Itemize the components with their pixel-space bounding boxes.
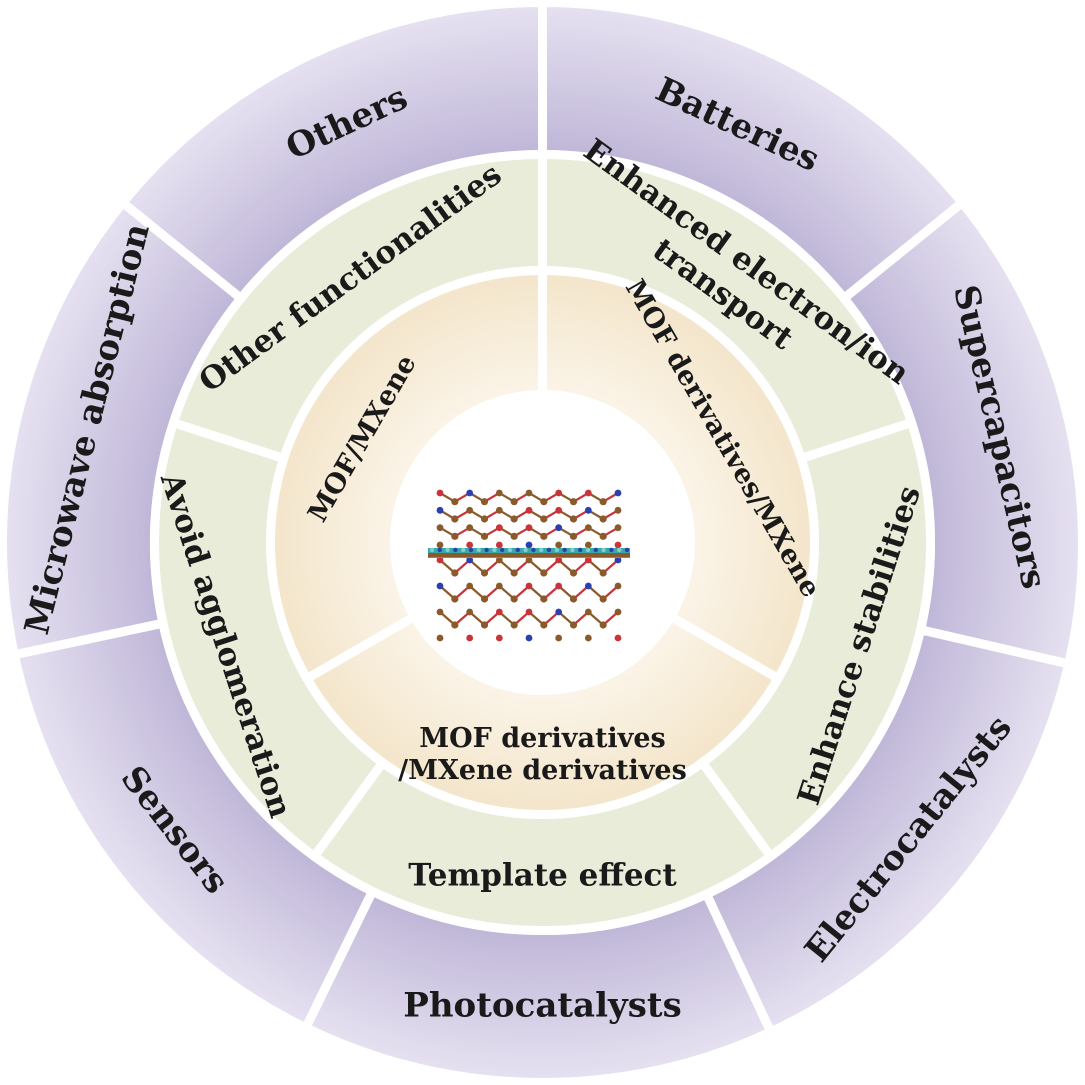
middle-label-3-line-1: Template effect [408, 858, 677, 894]
middle-ring-functions [150, 150, 935, 935]
outer-label-4: Photocatalysts [403, 986, 681, 1026]
inner-label-2: MOF derivatives/MXene derivatives [398, 723, 687, 786]
inner-ring-composites [266, 266, 819, 819]
inner-label-2-line-2: /MXene derivatives [398, 755, 687, 786]
mof-mxene-structure-icon [428, 489, 630, 642]
inner-label-2-line-1: MOF derivatives [419, 723, 666, 754]
middle-label-3: Template effect [408, 858, 677, 894]
center-disc [394, 394, 691, 691]
